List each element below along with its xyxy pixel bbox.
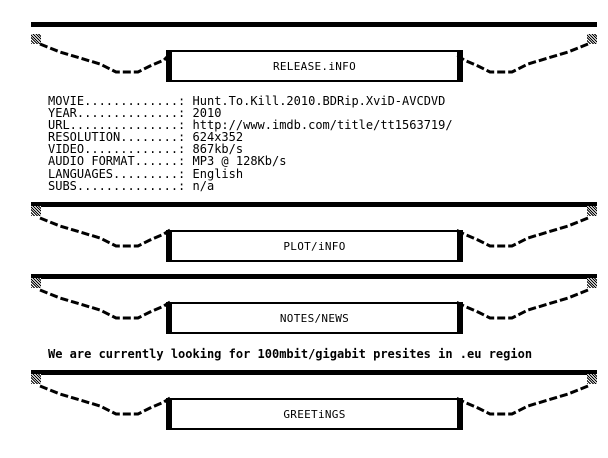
info-row-resolution: RESOLUTION........: 624x352: [48, 130, 243, 144]
banner-right-ornament: [587, 374, 597, 384]
info-row-subs: SUBS..............: n/a: [48, 179, 214, 193]
info-key: VIDEO.............:: [48, 142, 186, 157]
banner-top-rule: [31, 22, 597, 27]
greetings-banner: GREETiNGS: [0, 370, 608, 432]
info-key: MOVIE.............:: [48, 94, 186, 108]
info-row-url: URL...............: http://www.imdb.com/…: [48, 118, 453, 132]
info-row-year: YEAR..............: 2010: [48, 106, 221, 120]
banner-right-ornament: [587, 278, 597, 288]
banner-left-ornament: [31, 206, 41, 216]
banner-wings-graphic: [39, 216, 589, 248]
section-title: PLOT/iNFO: [283, 239, 346, 253]
release-info-list: MOVIE.............: Hunt.To.Kill.2010.BD…: [48, 95, 453, 192]
info-key: LANGUAGES.........:: [48, 166, 186, 181]
banner-left-ornament: [31, 278, 41, 288]
banner-top-rule: [31, 370, 597, 375]
info-key: URL...............:: [48, 118, 186, 133]
info-row-audio-format: AUDIO FORMAT......: MP3 @ 128Kb/s: [48, 154, 286, 168]
info-value: 2010: [192, 106, 222, 121]
notes-text: We are currently looking for 100mbit/gig…: [48, 347, 533, 361]
info-value: MP3 @ 128Kb/s: [192, 154, 287, 169]
info-value: 867kb/s: [192, 142, 244, 157]
info-key: AUDIO FORMAT......:: [48, 154, 186, 169]
info-value: Hunt.To.Kill.2010.BDRip.XviD-AVCDVD: [192, 94, 446, 108]
info-row-movie: MOVIE.............: Hunt.To.Kill.2010.BD…: [48, 94, 445, 108]
banner-wings-graphic: [39, 384, 589, 416]
banner-top-rule: [31, 274, 597, 279]
info-value: http://www.imdb.com/title/tt1563719/: [192, 118, 453, 133]
section-title-box: GREETiNGS: [170, 398, 459, 430]
section-title-box: RELEASE.iNFO: [170, 50, 459, 82]
info-row-languages: LANGUAGES.........: English: [48, 167, 243, 181]
banner-right-ornament: [587, 34, 597, 44]
section-title-box: PLOT/iNFO: [170, 230, 459, 262]
info-value: English: [192, 166, 244, 181]
section-title: GREETiNGS: [283, 407, 346, 421]
plot-info-banner: PLOT/iNFO: [0, 202, 608, 264]
banner-wings-graphic: [39, 288, 589, 320]
banner-right-ornament: [587, 206, 597, 216]
section-title: NOTES/NEWS: [279, 311, 350, 325]
banner-wings-graphic: [39, 42, 589, 74]
info-key: SUBS..............:: [48, 178, 186, 193]
section-title: RELEASE.iNFO: [272, 59, 357, 73]
release-info-banner: RELEASE.iNFO: [0, 22, 608, 84]
info-value: 624x352: [192, 130, 244, 145]
info-key: YEAR..............:: [48, 106, 186, 121]
banner-top-rule: [31, 202, 597, 207]
info-key: RESOLUTION........:: [48, 130, 186, 145]
banner-left-ornament: [31, 34, 41, 44]
info-row-video: VIDEO.............: 867kb/s: [48, 142, 243, 156]
banner-left-ornament: [31, 374, 41, 384]
info-value: n/a: [192, 178, 215, 193]
section-title-box: NOTES/NEWS: [170, 302, 459, 334]
notes-news-banner: NOTES/NEWS: [0, 274, 608, 336]
